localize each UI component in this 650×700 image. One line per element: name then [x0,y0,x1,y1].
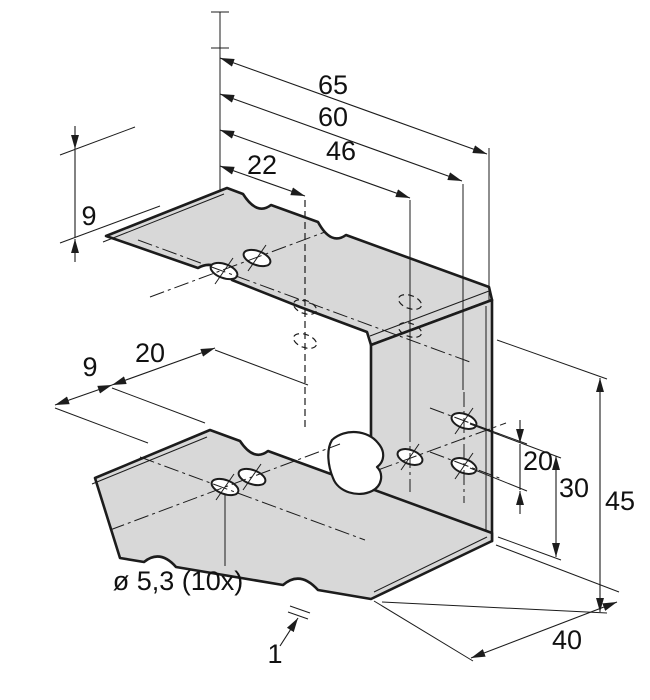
dimension-label-9-top: 9 [81,201,96,231]
dimension-lines: 65 60 46 22 9 [54,11,635,669]
dimension-label-9-left: 9 [82,352,97,382]
fold-line-top [369,290,490,337]
dimension-20-left: 20 [111,338,216,386]
hole-slash-marks [214,244,474,501]
dimension-label-1: 1 [267,639,282,669]
dimension-9-top: 9 [59,126,161,262]
centerlines [109,231,507,541]
hidden-hole [397,322,423,338]
large-cutout-hole [327,431,385,495]
dimension-1-thickness: 1 [267,605,311,669]
dimension-label-22: 22 [247,150,277,180]
dimension-label-60: 60 [318,102,348,132]
dimension-60: 60 [219,93,463,182]
hole-callout: ø 5,3 (10x) [113,495,244,596]
hidden-hole [397,294,423,310]
bracket-body [91,186,494,601]
dimension-30: 30 [469,423,589,561]
dimension-label-40: 40 [552,625,582,655]
top-plate-thickness-edge [102,193,225,243]
dimension-label-65: 65 [318,70,348,100]
dimension-label-30: 30 [559,473,589,503]
dimension-label-20-right: 20 [523,446,553,476]
bottom-plate [93,428,494,601]
dimension-22: 22 [219,150,306,197]
dimension-9-left: 9 [54,349,309,444]
dimension-label-20-left: 20 [135,338,165,368]
hidden-hole [292,299,318,315]
hidden-hole [292,333,318,349]
dimension-46: 46 [219,129,411,199]
dimension-45: 45 [381,339,635,614]
hole-callout-label: ø 5,3 (10x) [113,566,244,596]
dimension-20-right: 20 [469,420,553,514]
dimension-label-46: 46 [326,136,356,166]
dimension-label-45: 45 [605,486,635,516]
bottom-plate-thickness-edge [373,536,488,593]
dimension-40: 40 [373,544,620,662]
